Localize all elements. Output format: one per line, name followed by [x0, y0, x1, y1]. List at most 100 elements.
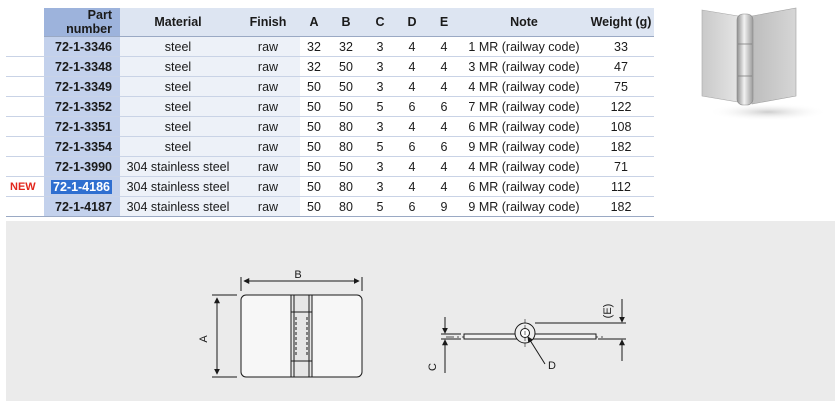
table-row[interactable]: 72-1-3354 steel raw 50 80 5 6 6 9 MR (ra…: [6, 136, 654, 157]
finish-cell: raw: [236, 136, 300, 157]
table-header-row: Part number Material Finish A B C D E No…: [6, 8, 654, 37]
table-row[interactable]: 72-1-3348 steel raw 32 50 3 4 4 3 MR (ra…: [6, 56, 654, 77]
table-row[interactable]: 72-1-3990 304 stainless steel raw 50 50 …: [6, 156, 654, 177]
dim-c-cell: 3: [364, 56, 396, 77]
dim-a-cell: 50: [300, 76, 328, 97]
table-row-selected[interactable]: NEW 72-1-4186 304 stainless steel raw 50…: [6, 176, 654, 197]
table-row[interactable]: 72-1-3346 steel raw 32 32 3 4 4 1 MR (ra…: [6, 36, 654, 57]
dim-d-cell: 4: [396, 116, 428, 137]
dim-c-label: C: [427, 363, 439, 371]
dim-c-cell: 3: [364, 176, 396, 197]
header-e: E: [428, 8, 460, 37]
part-number-cell[interactable]: 72-1-3990: [44, 156, 120, 177]
selected-part-number[interactable]: 72-1-4186: [51, 179, 112, 194]
finish-cell: raw: [236, 56, 300, 77]
note-cell: 9 MR (railway code): [460, 136, 588, 157]
dim-a-cell: 50: [300, 176, 328, 197]
table-row[interactable]: 72-1-3349 steel raw 50 50 3 4 4 4 MR (ra…: [6, 76, 654, 97]
dim-a-cell: 50: [300, 116, 328, 137]
dim-a-cell: 32: [300, 56, 328, 77]
technical-drawing: B A C D (E): [198, 269, 626, 378]
spec-table: Part number Material Finish A B C D E No…: [6, 8, 654, 217]
dim-c-cell: 5: [364, 96, 396, 117]
dim-b-cell: 32: [328, 36, 364, 57]
material-cell: steel: [120, 36, 236, 57]
weight-cell: 182: [588, 196, 654, 217]
dim-d-cell: 6: [396, 136, 428, 157]
note-cell: 4 MR (railway code): [460, 76, 588, 97]
dim-c-cell: 3: [364, 156, 396, 177]
dim-a-label: A: [198, 335, 210, 343]
badge-cell: [6, 76, 44, 97]
part-number-cell[interactable]: 72-1-4187: [44, 196, 120, 217]
badge-cell: [6, 36, 44, 57]
part-number-cell-selected[interactable]: 72-1-4186: [44, 176, 120, 197]
dim-a-cell: 50: [300, 136, 328, 157]
badge-cell: [6, 116, 44, 137]
dim-c-cell: 3: [364, 76, 396, 97]
dim-e-cell: 6: [428, 96, 460, 117]
part-number-cell[interactable]: 72-1-3352: [44, 96, 120, 117]
dim-e-cell: 4: [428, 36, 460, 57]
dim-c-cell: 3: [364, 36, 396, 57]
part-number-cell[interactable]: 72-1-3349: [44, 76, 120, 97]
header-part-number: Part number: [44, 8, 120, 37]
dim-a-cell: 32: [300, 36, 328, 57]
dim-b-cell: 80: [328, 136, 364, 157]
table-row[interactable]: 72-1-3352 steel raw 50 50 5 6 6 7 MR (ra…: [6, 96, 654, 117]
part-number-cell[interactable]: 72-1-3348: [44, 56, 120, 77]
weight-cell: 122: [588, 96, 654, 117]
dim-e-label: (E): [602, 304, 614, 319]
finish-cell: raw: [236, 176, 300, 197]
note-cell: 9 MR (railway code): [460, 196, 588, 217]
header-b: B: [328, 8, 364, 37]
finish-cell: raw: [236, 36, 300, 57]
weight-cell: 71: [588, 156, 654, 177]
header-material: Material: [120, 8, 236, 37]
header-spacer: [6, 8, 44, 37]
dim-d-cell: 6: [396, 196, 428, 217]
dim-e-cell: 4: [428, 176, 460, 197]
material-cell: steel: [120, 76, 236, 97]
finish-cell: raw: [236, 156, 300, 177]
weight-cell: 112: [588, 176, 654, 197]
dim-d-cell: 4: [396, 56, 428, 77]
part-number-cell[interactable]: 72-1-3346: [44, 36, 120, 57]
dim-c-cell: 5: [364, 136, 396, 157]
dim-b-cell: 50: [328, 76, 364, 97]
weight-cell: 33: [588, 36, 654, 57]
material-cell: 304 stainless steel: [120, 176, 236, 197]
note-cell: 3 MR (railway code): [460, 56, 588, 77]
dim-d-cell: 4: [396, 156, 428, 177]
dim-d-cell: 6: [396, 96, 428, 117]
dim-e-cell: 4: [428, 116, 460, 137]
material-cell: steel: [120, 116, 236, 137]
dim-d-cell: 4: [396, 36, 428, 57]
front-view: [212, 277, 363, 378]
dim-d-cell: 4: [396, 176, 428, 197]
dim-a-cell: 50: [300, 96, 328, 117]
badge-cell: [6, 156, 44, 177]
dim-a-cell: 50: [300, 196, 328, 217]
dim-b-cell: 80: [328, 176, 364, 197]
part-number-cell[interactable]: 72-1-3354: [44, 136, 120, 157]
badge-cell: [6, 56, 44, 77]
dim-b-cell: 50: [328, 56, 364, 77]
material-cell: 304 stainless steel: [120, 196, 236, 217]
weight-cell: 108: [588, 116, 654, 137]
weight-cell: 47: [588, 56, 654, 77]
note-cell: 6 MR (railway code): [460, 176, 588, 197]
dim-e-cell: 4: [428, 156, 460, 177]
hinge-photo: [701, 7, 828, 121]
side-view: [441, 299, 626, 373]
table-row[interactable]: 72-1-4187 304 stainless steel raw 50 80 …: [6, 196, 654, 217]
dim-b-cell: 50: [328, 156, 364, 177]
header-a: A: [300, 8, 328, 37]
table-row[interactable]: 72-1-3351 steel raw 50 80 3 4 4 6 MR (ra…: [6, 116, 654, 137]
part-number-cell[interactable]: 72-1-3351: [44, 116, 120, 137]
finish-cell: raw: [236, 116, 300, 137]
note-cell: 4 MR (railway code): [460, 156, 588, 177]
dim-c-cell: 5: [364, 196, 396, 217]
finish-cell: raw: [236, 76, 300, 97]
material-cell: steel: [120, 136, 236, 157]
